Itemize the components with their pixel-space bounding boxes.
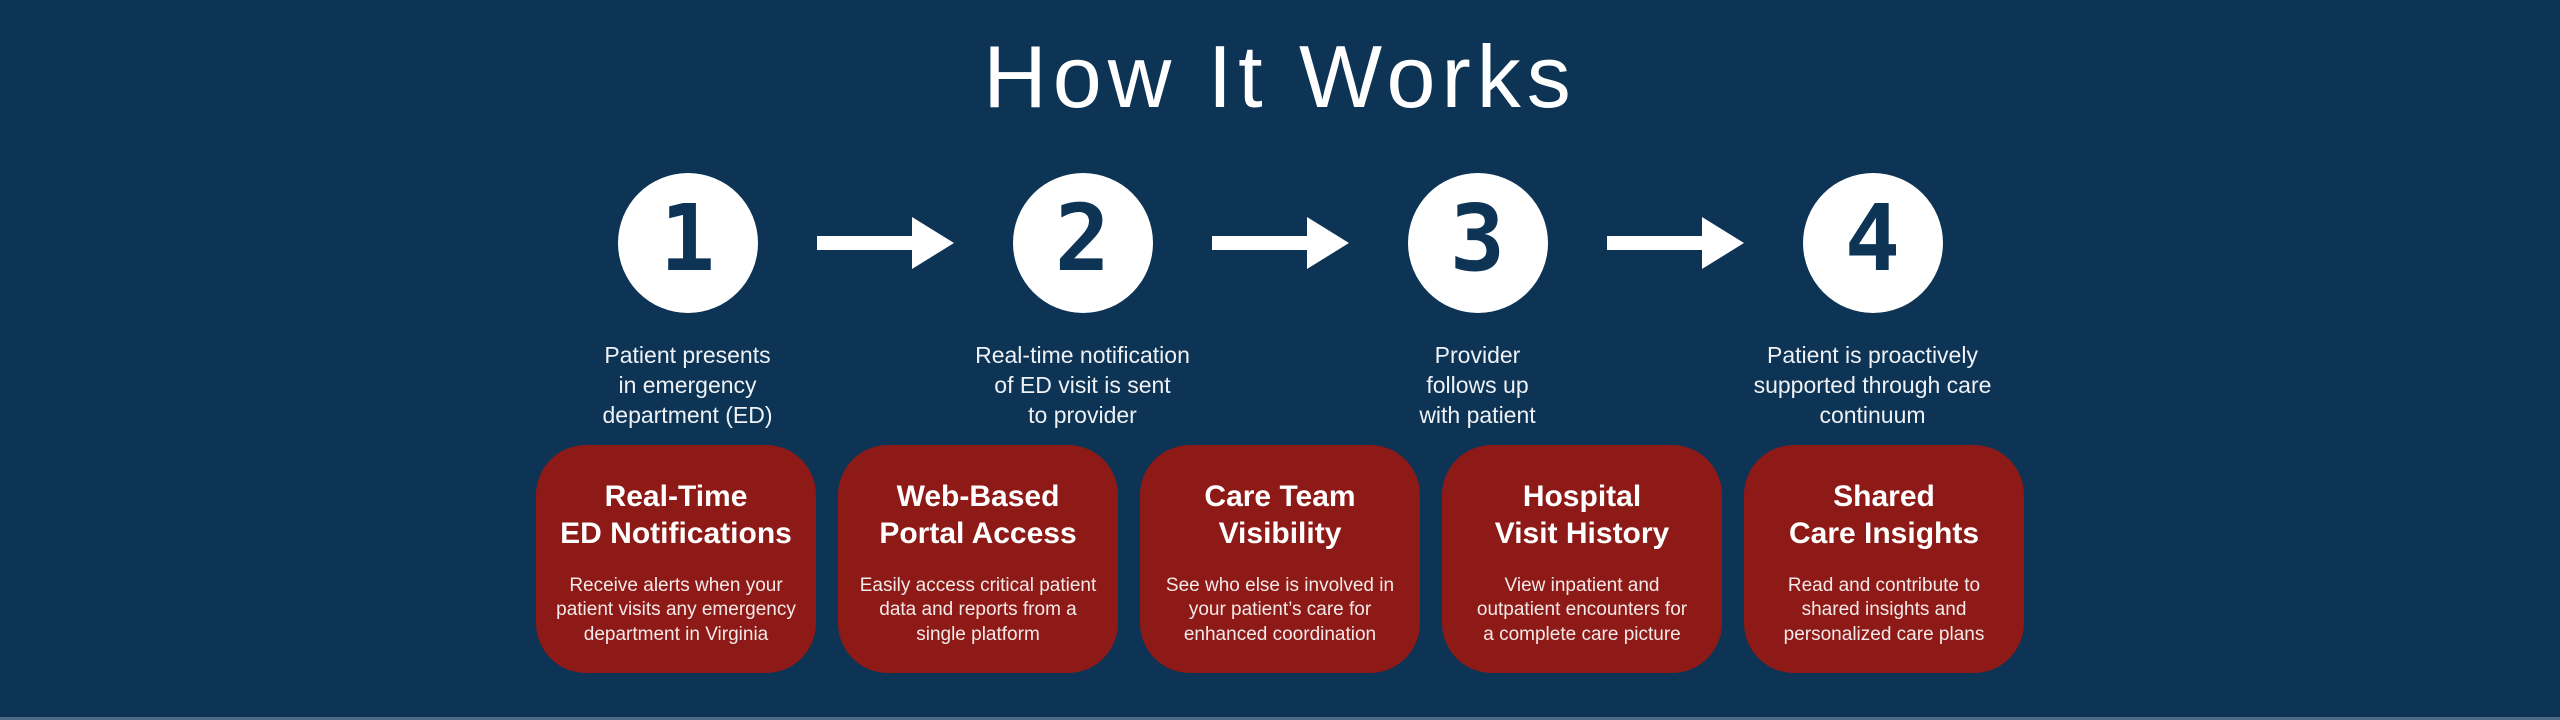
card-title: Care Team Visibility <box>1204 480 1356 550</box>
step-2-caption: Real-time notification of ED visit is se… <box>975 342 1190 428</box>
arrow-cell-2 <box>1211 173 1349 313</box>
card-title: Shared Care Insights <box>1788 480 1980 550</box>
arrow-head <box>1306 217 1349 269</box>
step-4: 4 Patient is proactively supported throu… <box>1743 173 2003 431</box>
step-2-circle: 2 <box>1012 173 1153 313</box>
card-hospital-visit-history: Hospital Visit History View inpatient an… <box>1442 445 1722 673</box>
card-real-time-ed-notifications: Real-Time ED Notifications Receive alert… <box>536 445 816 673</box>
arrow-head <box>1701 217 1744 269</box>
card-title: Real-Time ED Notifications <box>560 480 792 550</box>
card-web-based-portal-access: Web-Based Portal Access Easily access cr… <box>838 445 1118 673</box>
step-1-circle: 1 <box>617 173 758 313</box>
step-1: 1 Patient presents in emergency departme… <box>558 173 818 431</box>
step-2-number: 2 <box>1054 185 1111 292</box>
arrow-shaft <box>1211 236 1307 250</box>
arrow-cell-3 <box>1606 173 1744 313</box>
step-4-caption: Patient is proactively supported through… <box>1753 342 1992 428</box>
step-3-caption: Provider follows up with patient <box>1419 342 1536 428</box>
arrow-right-icon <box>1606 217 1744 269</box>
arrow-shaft <box>1606 236 1702 250</box>
page-title: How It Works <box>983 27 1577 126</box>
step-3: 3 Provider follows up with patient <box>1348 173 1608 431</box>
arrow-right-icon <box>816 217 954 269</box>
arrow-cell-1 <box>816 173 954 313</box>
step-4-circle: 4 <box>1802 173 1943 313</box>
step-4-number: 4 <box>1844 185 1901 292</box>
card-body: Easily access critical patient data and … <box>859 574 1097 646</box>
step-1-number: 1 <box>659 185 716 292</box>
card-shared-care-insights: Shared Care Insights Read and contribute… <box>1744 445 2024 673</box>
step-1-caption: Patient presents in emergency department… <box>602 342 773 428</box>
step-2: 2 Real-time notification of ED visit is … <box>953 173 1213 431</box>
feature-cards-row: Real-Time ED Notifications Receive alert… <box>0 445 2560 673</box>
step-3-number: 3 <box>1449 185 1506 292</box>
card-title: Web-Based Portal Access <box>879 480 1077 550</box>
card-title: Hospital Visit History <box>1494 480 1670 550</box>
arrow-right-icon <box>1211 217 1349 269</box>
card-body: Receive alerts when your patient visits … <box>556 574 796 646</box>
arrow-shaft <box>816 236 912 250</box>
step-3-circle: 3 <box>1407 173 1548 313</box>
bottom-edge-strip <box>0 717 2560 720</box>
card-body: View inpatient and outpatient encounters… <box>1476 574 1688 646</box>
card-body: See who else is involved in your patient… <box>1165 574 1395 646</box>
arrow-head <box>911 217 954 269</box>
card-body: Read and contribute to shared insights a… <box>1783 574 1985 646</box>
steps-row: 1 Patient presents in emergency departme… <box>0 173 2560 431</box>
card-care-team-visibility: Care Team Visibility See who else is inv… <box>1140 445 1420 673</box>
